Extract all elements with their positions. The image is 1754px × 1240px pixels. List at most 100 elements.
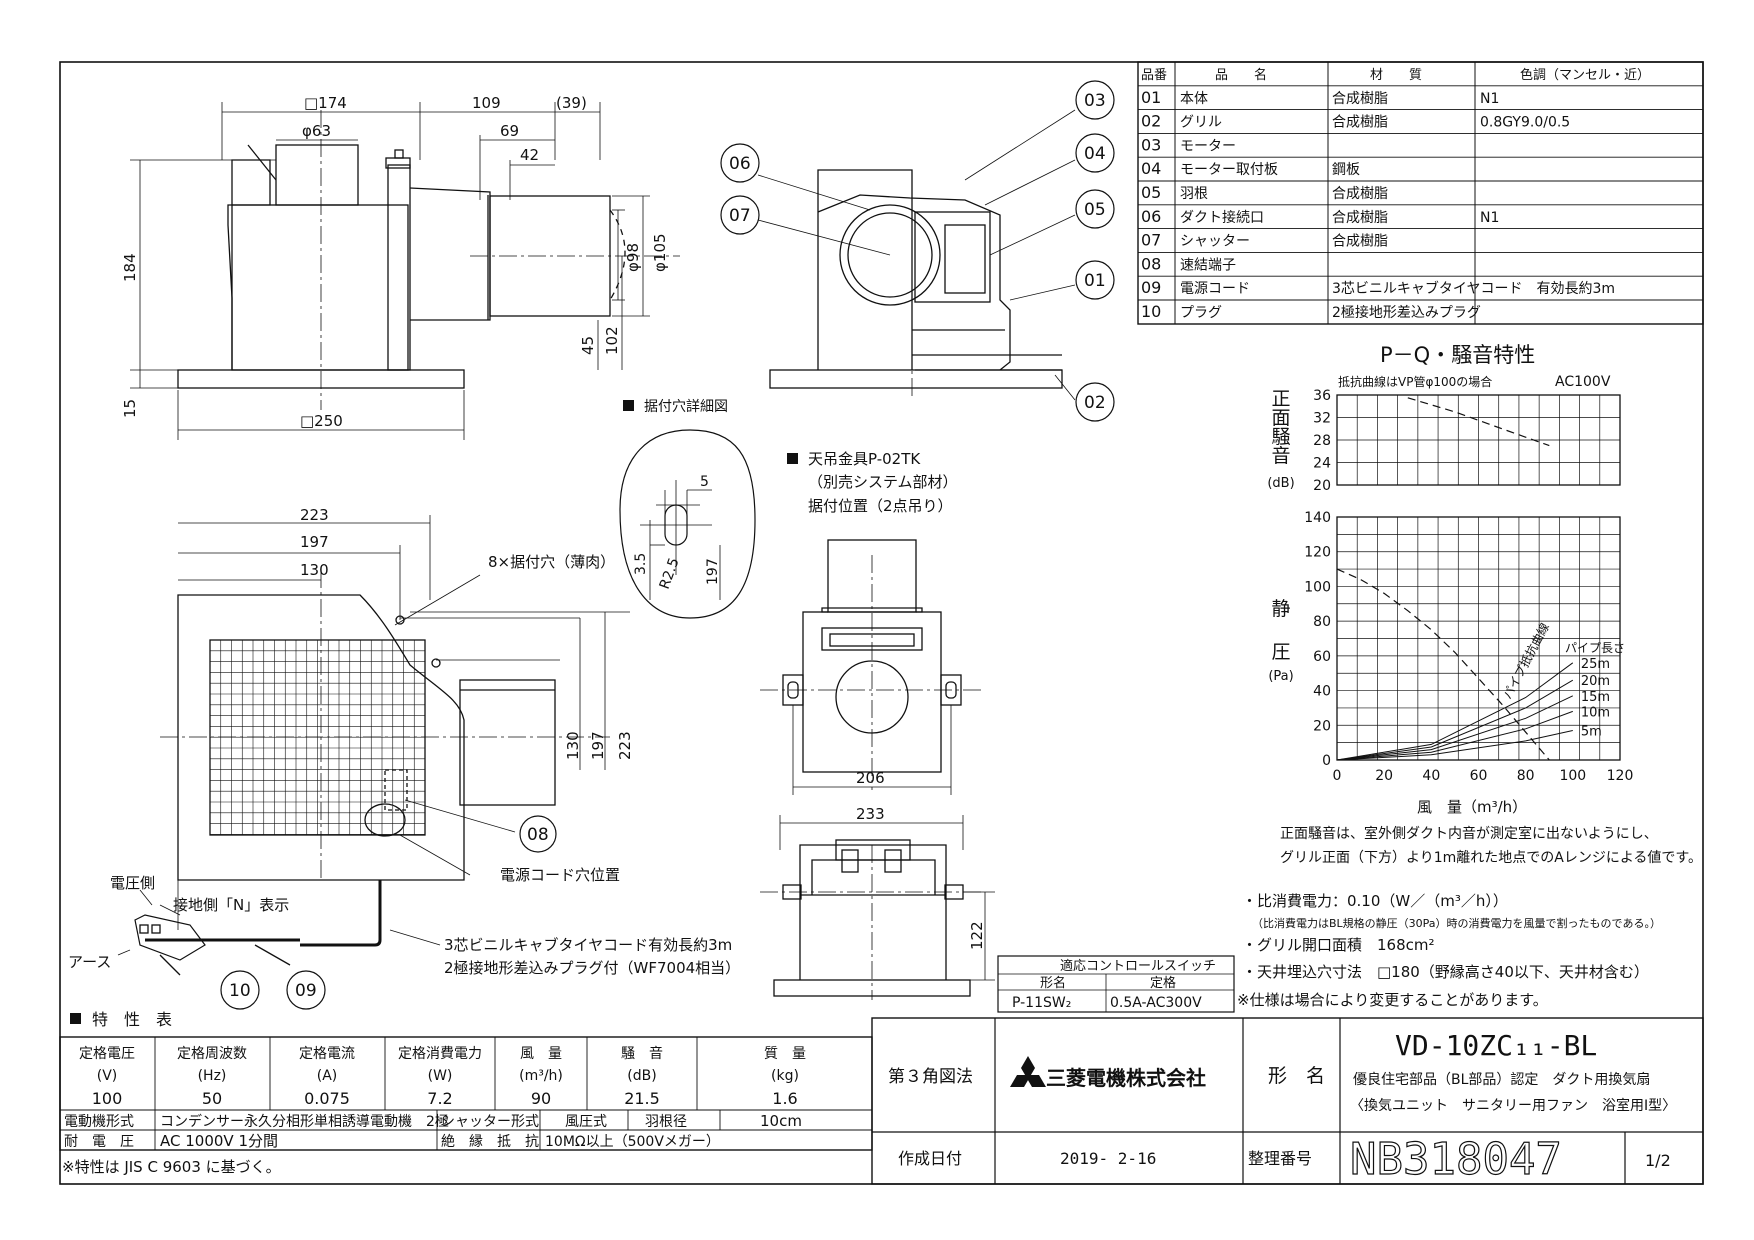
date-value: 2019- 2-16: [1060, 1149, 1156, 1168]
parts-header-3: 色調（マンセル・近）: [1520, 67, 1650, 83]
dim-b130: 130: [300, 561, 329, 579]
callout-06: 06: [729, 154, 751, 174]
resistance-curve-15m: [1336, 695, 1574, 761]
hanger-text: 天吊金具P-02TK （別売システム部材） 据付位置（2点吊り） 206 233…: [787, 450, 986, 950]
dim-b223: 223: [300, 506, 329, 524]
switch-rating: 0.5A-AC300V: [1110, 995, 1202, 1011]
side-view: [757, 109, 1076, 401]
parts-cell-6-0: 07: [1141, 231, 1161, 250]
chart-note-2: グリル正面（下方）より1m離れた地点でのAレンジによる値です。: [1280, 849, 1702, 866]
dim-hole-197: 197: [705, 558, 721, 585]
char-unit-5: (dB): [627, 1068, 656, 1084]
parts-cell-2-1: モーター: [1180, 138, 1236, 154]
char-value-1: 50: [202, 1089, 222, 1108]
parts-cell-5-3: N1: [1480, 210, 1499, 226]
parts-cell-0-2: 合成樹脂: [1332, 91, 1388, 107]
hole-detail-title: 据付穴詳細図: [644, 399, 728, 415]
pq-noise-charts: P－Q・騒音特性 抵抗曲線はVP管φ100の場合 AC100V 36322824…: [1267, 343, 1702, 866]
pq-xtick: 0: [1333, 768, 1342, 784]
page-number: 1/2: [1645, 1151, 1671, 1170]
char-header-4: 風 量: [520, 1046, 562, 1062]
callout-02: 02: [1084, 393, 1106, 413]
char-value-2: 0.075: [304, 1089, 350, 1108]
parts-cell-1-3: 0.8GY9.0/0.5: [1480, 115, 1570, 131]
dim-h122: 122: [968, 921, 986, 950]
spec-power: ・比消費電力：0.10（W／（m³／h））: [1242, 892, 1508, 910]
dim-v130: 130: [564, 731, 582, 760]
char-header-5: 騒 音: [621, 1045, 663, 1062]
model-desc1: 優良住宅部品（BL部品）認定 ダクト用換気扇: [1353, 1072, 1650, 1088]
hanger-views: [760, 539, 995, 1000]
dim-w174: □174: [304, 94, 347, 112]
mitsubishi-logo-icon: [1010, 1056, 1046, 1087]
dim-d35: 3.5: [633, 553, 649, 575]
char-unit-6: (kg): [771, 1068, 799, 1084]
front-view-dims: □174 φ63 109 (39) 69 42 184 φ98 φ105 45 …: [121, 94, 669, 430]
hanger-title: 天吊金具P-02TK: [808, 450, 921, 468]
parts-cell-3-1: モーター取付板: [1180, 162, 1278, 178]
withstand-label: 耐 電 圧: [64, 1134, 134, 1150]
model-number: VD-10ZC₁₁-BL: [1395, 1029, 1597, 1062]
model-desc2: 〈換気ユニット サニタリー用ファン 浴室用Ⅰ型〉: [1350, 1097, 1676, 1114]
parts-header-0: 品番: [1141, 68, 1167, 83]
hanger-sub: （別売システム部材）: [808, 473, 958, 491]
parts-cell-8-0: 09: [1141, 278, 1161, 297]
char-header-0: 定格電圧: [79, 1046, 135, 1062]
parts-cell-3-0: 04: [1141, 159, 1161, 178]
plug-shape: [134, 914, 206, 961]
number-label: 整理番号: [1248, 1149, 1312, 1168]
parts-cell-0-1: 本体: [1180, 91, 1208, 107]
parts-cell-9-1: プラグ: [1180, 305, 1222, 321]
parts-cell-3-2: 鋼板: [1332, 162, 1360, 178]
switch-h-model: 形名: [1040, 975, 1066, 991]
parts-cell-7-0: 08: [1141, 254, 1161, 273]
parts-cell-9-2: 2極接地形差込みプラグ: [1332, 304, 1481, 321]
parts-header-1: 品 名: [1215, 67, 1267, 83]
pq-ytick: 20: [1313, 718, 1331, 734]
dim-w250: □250: [300, 412, 343, 430]
shutter-label: シャッター形式: [441, 1114, 539, 1130]
char-unit-2: (A): [317, 1068, 338, 1084]
parts-cell-8-1: 電源コード: [1180, 281, 1250, 297]
char-unit-4: (m³/h): [519, 1068, 563, 1084]
dim-r25: R2.5: [657, 556, 683, 592]
callout-circle-05: [1075, 189, 1115, 229]
pq-ytick: 140: [1304, 510, 1331, 526]
dim-d102: 102: [603, 326, 621, 355]
main-body: [231, 204, 409, 371]
parts-cell-6-1: シャッター: [1180, 234, 1250, 250]
noise-frame: [1336, 394, 1621, 486]
chart-voltage: AC100V: [1555, 374, 1611, 390]
pq-xtick: 60: [1470, 768, 1488, 784]
char-header-2: 定格電流: [299, 1046, 355, 1062]
cord-note1: 3芯ビニルキャブタイヤコード有効長約3m: [444, 936, 732, 954]
noise-ylabel: 騒: [1271, 426, 1290, 448]
callout-03: 03: [1084, 91, 1106, 111]
callout-circle-01: [1075, 260, 1115, 300]
parts-cell-7-1: 速結端子: [1180, 257, 1236, 273]
resistance-label-10m: 10m: [1581, 705, 1610, 720]
dim-d15: 15: [121, 399, 139, 418]
bottom-view: [117, 515, 630, 976]
parts-cell-1-1: グリル: [1180, 115, 1222, 131]
parts-cell-4-0: 05: [1141, 183, 1161, 202]
callout-04: 04: [1084, 144, 1106, 164]
pq-xtick: 20: [1375, 768, 1393, 784]
parts-cell-9-0: 10: [1141, 302, 1161, 321]
callout-01: 01: [1084, 271, 1106, 291]
motor-label: 電動機形式: [64, 1114, 134, 1130]
front-view: [130, 102, 680, 440]
spec-ceiling: ・天井埋込穴寸法 □180（野縁高さ40以下、天井材含む）: [1242, 963, 1649, 981]
parts-cell-0-0: 01: [1141, 88, 1161, 107]
callout-07: 07: [729, 206, 751, 226]
resistance-label-5m: 5m: [1581, 724, 1602, 739]
switch-h-rating: 定格: [1150, 975, 1176, 991]
title-block: 第３角図法 三菱電機株式会社 形 名 VD-10ZC₁₁-BL 優良住宅部品（B…: [871, 1017, 1704, 1186]
callout-09: 09: [295, 981, 317, 1001]
spec-grille: ・グリル開口面積 168cm²: [1242, 936, 1435, 954]
sheet-border: [59, 61, 1704, 1185]
